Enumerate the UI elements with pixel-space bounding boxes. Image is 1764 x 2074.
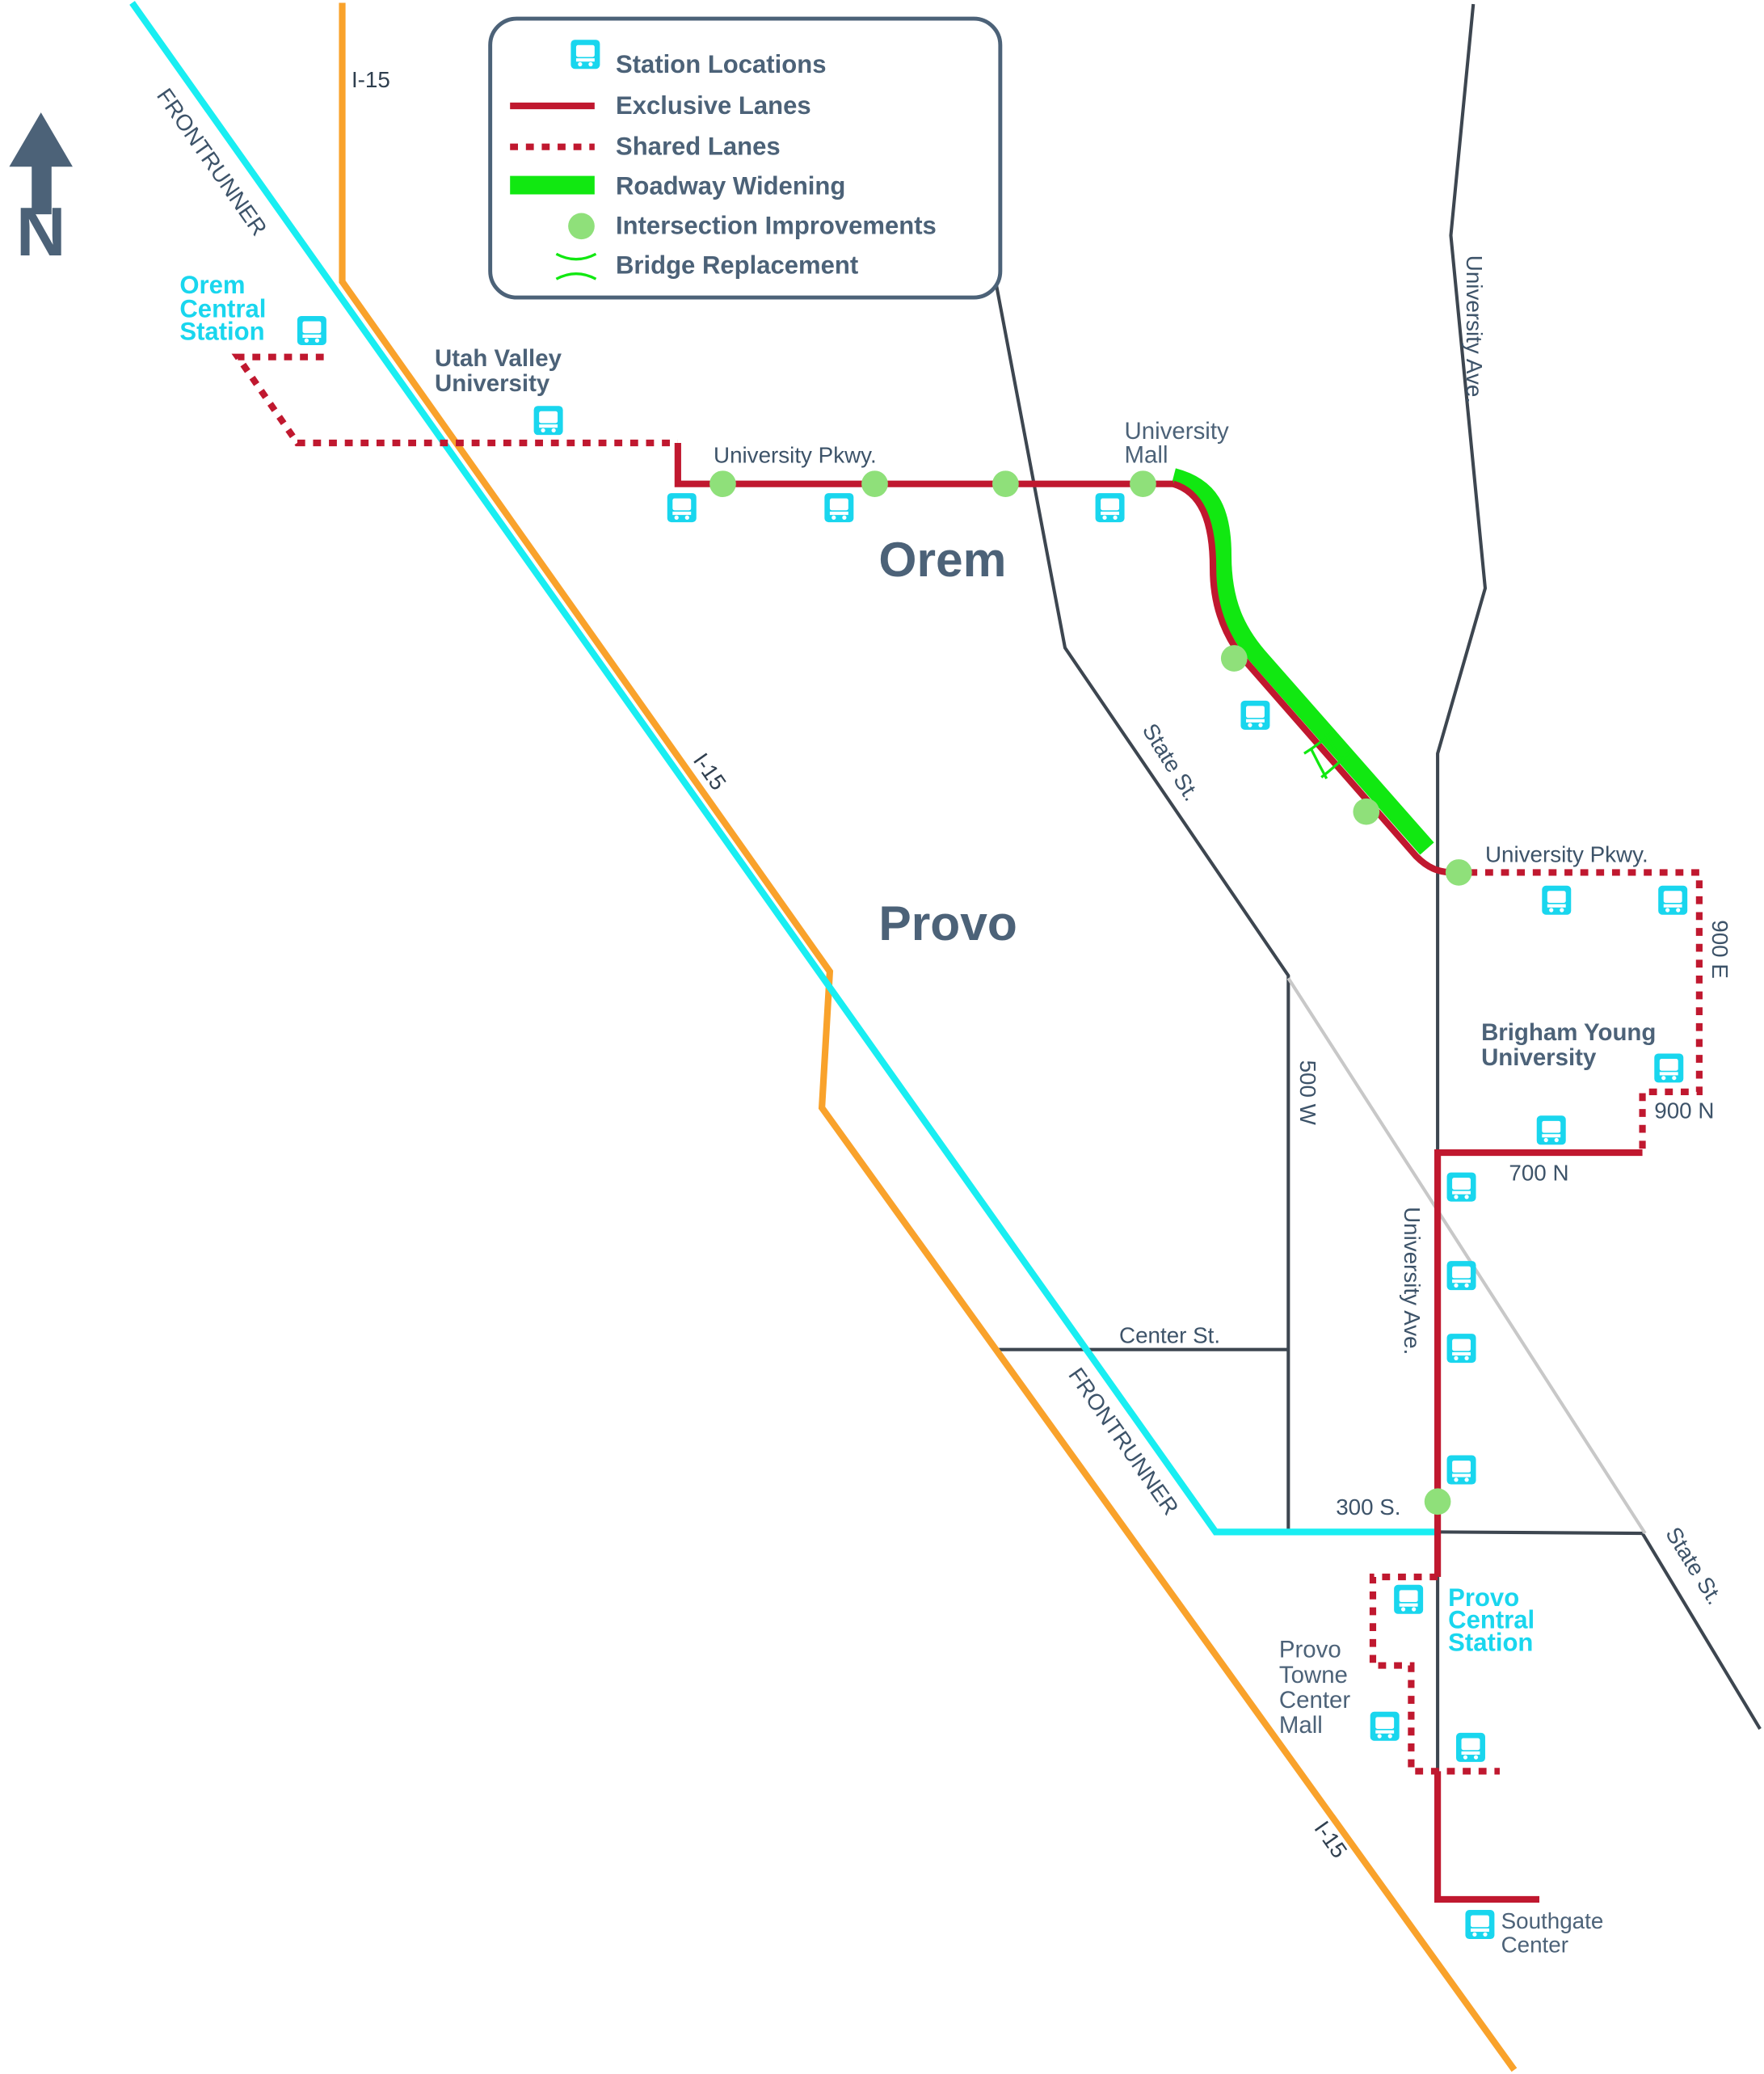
university-ave-label: University Ave. (1400, 1207, 1425, 1355)
north-arrow: N (9, 112, 73, 271)
bus-station-icon (1394, 1584, 1424, 1614)
bus-station-icon (1446, 1172, 1476, 1202)
i15-label: I-15 (1309, 1816, 1352, 1862)
place-line: Central (1448, 1606, 1535, 1634)
bus-station-icon (1095, 493, 1125, 523)
university-ave-road-north (1436, 3, 1488, 1772)
university-pkwy-label: University Pkwy. (1485, 841, 1648, 866)
place-line: Provo (1448, 1583, 1519, 1612)
place-line: Mall (1279, 1712, 1323, 1739)
city-label-provo: Provo (878, 896, 1017, 951)
i15-line (339, 2, 1518, 2072)
place-line: Center (1279, 1687, 1351, 1714)
legend-item-intersection: Intersection Improvements (568, 212, 937, 240)
bus-station-icon (1658, 885, 1688, 915)
legend-box (488, 16, 1003, 300)
place-line: Center (1501, 1932, 1568, 1957)
exclusive-lanes (674, 442, 1643, 1903)
shared-lanes (231, 353, 1703, 1775)
bus-station-icon (570, 40, 600, 70)
bus-station-icon (667, 493, 697, 523)
legend-label: Roadway Widening (616, 172, 845, 200)
legend-label: Shared Lanes (616, 133, 781, 161)
500w-label: 500 W (1295, 1060, 1320, 1126)
legend-item-bridge: Bridge Replacement (555, 251, 858, 280)
center-st-label: Center St. (1119, 1323, 1220, 1348)
legend-item-stations: Station Locations (570, 40, 826, 78)
place-line: Station (179, 317, 264, 345)
southgate-center-label: Southgate Center (1501, 1908, 1604, 1957)
i15-label: I-15 (352, 67, 390, 92)
bus-station-icon (1240, 700, 1270, 730)
900e-label: 900 E (1707, 920, 1732, 979)
bus-station-icon (1446, 1261, 1476, 1291)
city-label-orem: Orem (878, 532, 1006, 587)
legend-label: Station Locations (616, 50, 826, 78)
legend-label: Intersection Improvements (616, 212, 937, 240)
state-st-label: State St. (1138, 719, 1205, 806)
frontrunner-label: FRONTRUNNER (1063, 1363, 1183, 1520)
bus-station-icon (1536, 1115, 1566, 1145)
legend-label: Exclusive Lanes (616, 91, 811, 120)
bus-station-icon (297, 315, 326, 345)
provo-towne-center-label: Provo Towne Center Mall (1279, 1637, 1351, 1739)
bus-station-icon (1465, 1910, 1495, 1940)
bridge-icon (555, 252, 597, 280)
provo-central-station-label: Provo Central Station (1448, 1583, 1535, 1657)
bridge-replacement-icon (1303, 728, 1352, 780)
900n-label: 900 N (1654, 1098, 1714, 1123)
bus-station-icon (1370, 1711, 1400, 1741)
place-line: Brigham Young (1481, 1019, 1656, 1046)
university-ave-label: University Ave. (1462, 255, 1487, 403)
state-st-road (993, 277, 1290, 1532)
byu-label: Brigham Young University (1481, 1019, 1656, 1071)
state-st-road-south (1640, 1532, 1762, 1730)
bus-station-icon (1654, 1053, 1684, 1083)
university-mall-label: University Mall (1125, 418, 1229, 468)
north-label: N (16, 194, 65, 271)
place-line: Orem (179, 271, 245, 299)
place-line: Central (179, 295, 266, 323)
legend-item-exclusive: Exclusive Lanes (510, 91, 811, 120)
place-line: Mall (1125, 442, 1168, 469)
bus-station-icon (1542, 885, 1572, 915)
base-roads (993, 3, 1762, 1772)
state-st-diagonal (1286, 977, 1647, 1535)
place-line: University (1481, 1044, 1597, 1071)
place-line: Towne (1279, 1662, 1348, 1688)
bus-station-icon (1455, 1732, 1485, 1762)
place-line: Utah Valley (435, 345, 562, 372)
i15-label: I-15 (688, 748, 731, 795)
bus-station-icon (1446, 1455, 1476, 1485)
place-line: Southgate (1501, 1908, 1604, 1933)
orem-central-station-label: Orem Central Station (179, 271, 266, 345)
legend: Station Locations Exclusive Lanes Shared… (488, 16, 1003, 300)
legend-item-widening: Roadway Widening (510, 172, 845, 200)
intersection-improvements (709, 470, 1472, 1515)
place-line: University (1125, 418, 1229, 445)
place-line: Station (1448, 1629, 1533, 1657)
legend-label: Bridge Replacement (616, 251, 858, 280)
roadway-widening-segment (1170, 468, 1434, 855)
place-line: University (435, 370, 550, 397)
place-line: Provo (1279, 1637, 1341, 1663)
north-arrow-icon (9, 112, 73, 215)
bus-station-icon (824, 493, 854, 523)
bus-station-icon (533, 406, 563, 436)
uvu-label: Utah Valley University (435, 345, 562, 397)
300s-label: 300 S. (1336, 1494, 1400, 1520)
frontrunner-line (129, 1, 1438, 1536)
bus-station-icon (1446, 1334, 1476, 1364)
university-pkwy-label: University Pkwy. (714, 443, 877, 468)
700n-label: 700 N (1509, 1160, 1568, 1185)
frontrunner-label: FRONTRUNNER (152, 84, 272, 241)
legend-item-shared: Shared Lanes (510, 133, 781, 161)
intersection-dot-icon (568, 213, 595, 240)
300s-road (1438, 1530, 1643, 1536)
state-st-label: State St. (1661, 1523, 1728, 1609)
